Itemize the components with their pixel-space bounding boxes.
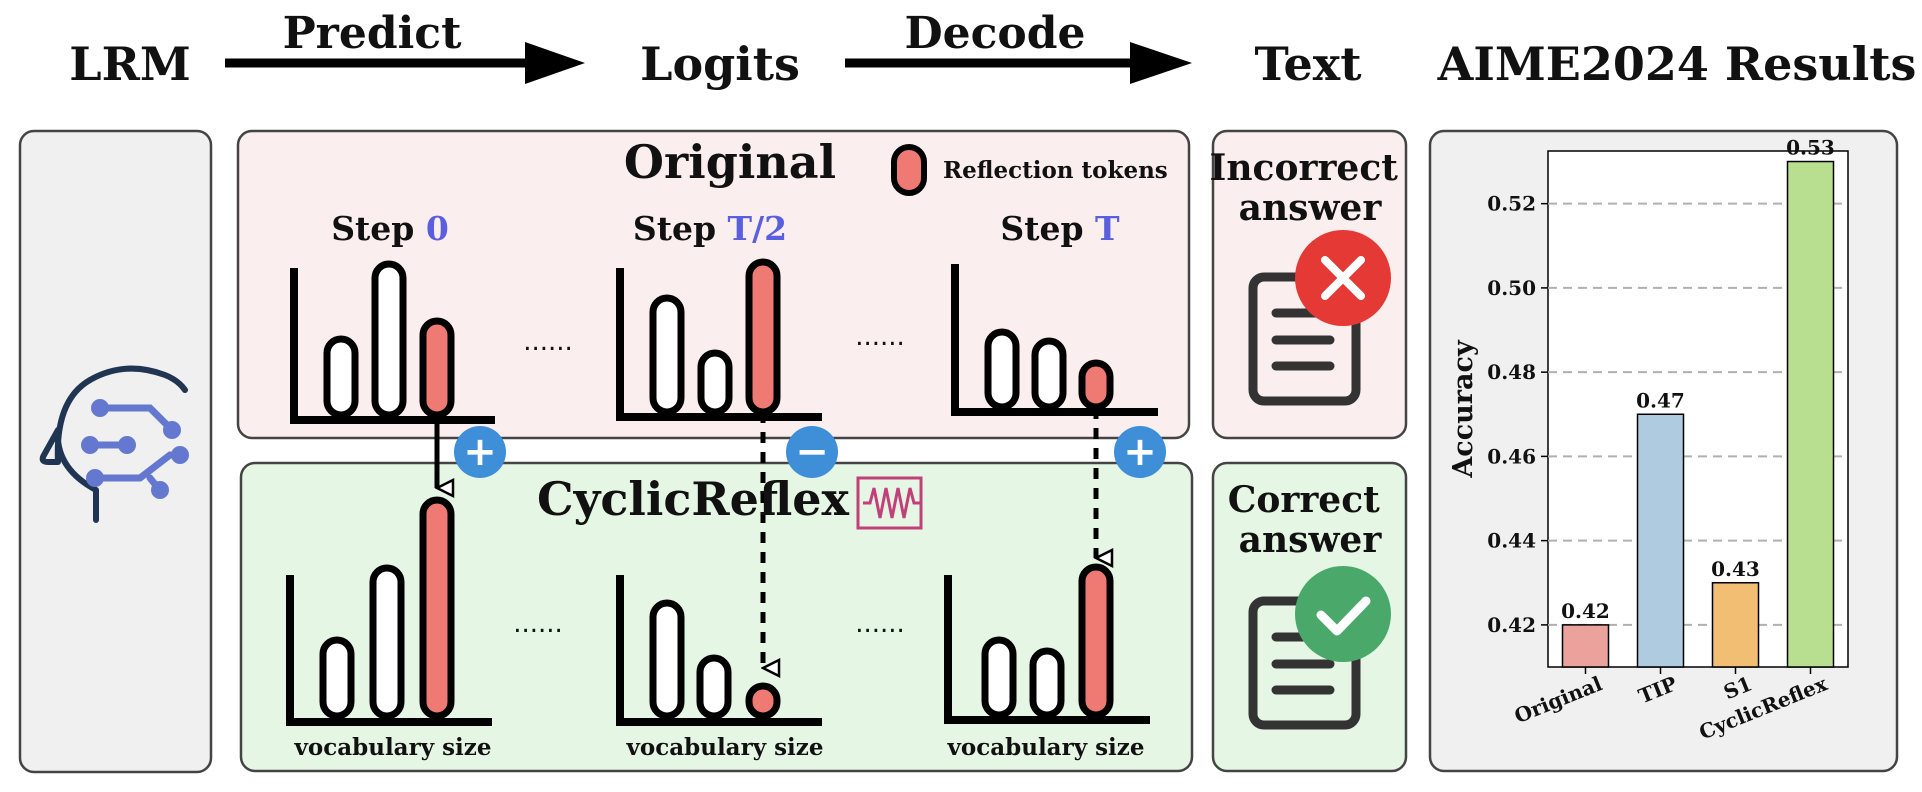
histogram-bar bbox=[696, 654, 732, 720]
histogram-bar bbox=[323, 335, 359, 419]
check-icon bbox=[1295, 566, 1391, 662]
histogram-bar bbox=[319, 636, 355, 720]
vocab-size-label-half: vocabulary size bbox=[626, 734, 824, 761]
waveform-icon bbox=[856, 476, 923, 530]
correct-answer-label: Correct answer bbox=[1228, 479, 1393, 561]
header-logits: Logits bbox=[640, 37, 800, 91]
cyc-ellipsis-2: ...... bbox=[855, 609, 905, 639]
orig-hist-half-bars bbox=[649, 258, 781, 416]
data-label: 0.53 bbox=[1786, 136, 1835, 160]
histogram-bar bbox=[984, 328, 1020, 411]
bar bbox=[1786, 160, 1835, 668]
data-label: 0.47 bbox=[1636, 388, 1685, 412]
legend-label: Reflection tokens bbox=[943, 157, 1168, 184]
data-label: 0.43 bbox=[1711, 557, 1760, 581]
header-predict: Predict bbox=[283, 8, 463, 59]
header-text: Text bbox=[1255, 37, 1363, 91]
lrm-panel bbox=[18, 129, 213, 774]
reflection-token-bar bbox=[1078, 359, 1114, 411]
cyc-ellipsis-1: ...... bbox=[513, 609, 563, 639]
cyc-hist-0-bars bbox=[319, 496, 455, 720]
orig-hist-0-bars bbox=[323, 260, 455, 419]
histogram-bar bbox=[1031, 337, 1067, 411]
histogram-bar bbox=[369, 564, 405, 720]
y-tick-label: 0.52 bbox=[1487, 192, 1536, 216]
plus-badge-step-0: + bbox=[454, 426, 506, 478]
reflection-token-swatch bbox=[891, 144, 927, 196]
cyclicreflex-title: CyclicReflex bbox=[537, 472, 850, 526]
vocab-size-label-t: vocabulary size bbox=[947, 734, 1145, 761]
cyc-hist-0-axes bbox=[286, 575, 492, 726]
y-tick-label: 0.48 bbox=[1487, 360, 1536, 384]
histogram-bar bbox=[697, 349, 733, 416]
bars bbox=[1561, 160, 1835, 668]
plus-badge-step-t: + bbox=[1114, 426, 1166, 478]
y-tick-label: 0.50 bbox=[1487, 276, 1536, 300]
data-label: 0.42 bbox=[1561, 599, 1610, 623]
histogram-bar bbox=[1029, 647, 1065, 719]
header-lrm: LRM bbox=[69, 37, 191, 91]
orig-hist-half-axes bbox=[616, 268, 822, 421]
y-tick-label: 0.44 bbox=[1487, 529, 1536, 553]
minus-badge-step-half: − bbox=[786, 426, 838, 478]
step-0-label: Step 0 bbox=[331, 209, 449, 248]
predict-arrow bbox=[225, 42, 585, 84]
step-half-label: Step T/2 bbox=[633, 209, 787, 248]
orig-hist-0-axes bbox=[290, 268, 495, 424]
cyc-hist-t-bars bbox=[981, 563, 1114, 719]
cyclicreflex-panel bbox=[239, 461, 1194, 773]
step-t-label: Step T bbox=[1000, 209, 1120, 248]
histogram-bar bbox=[981, 636, 1017, 719]
reflection-token-bar bbox=[419, 496, 455, 720]
orig-ellipsis-1: ...... bbox=[523, 327, 573, 357]
incorrect-answer-label: Incorrect answer bbox=[1210, 147, 1411, 229]
y-axis-ticks: 0.42 0.44 0.46 0.48 0.50 0.52 bbox=[1487, 192, 1548, 637]
bar bbox=[1711, 582, 1760, 668]
orig-ellipsis-2: ...... bbox=[855, 322, 905, 352]
original-title: Original bbox=[624, 135, 836, 189]
histogram-bar bbox=[649, 599, 685, 720]
orig-hist-t-axes bbox=[951, 264, 1158, 416]
header-decode: Decode bbox=[904, 8, 1085, 59]
reflection-token-bar bbox=[745, 258, 781, 416]
header-results: AIME2024 Results bbox=[1437, 37, 1917, 91]
cross-icon bbox=[1295, 230, 1391, 326]
y-tick-label: 0.42 bbox=[1487, 613, 1536, 637]
vocab-size-label-0: vocabulary size bbox=[294, 734, 492, 761]
reflection-token-bar bbox=[745, 682, 781, 720]
cyc-hist-half-axes bbox=[616, 575, 822, 726]
bar bbox=[1561, 624, 1610, 668]
orig-hist-t-bars bbox=[984, 328, 1114, 411]
results-bar-chart: 0.42 0.44 0.46 0.48 0.50 0.52 0.42 0.47 0.43 0.5… bbox=[1448, 136, 1849, 744]
grid-lines bbox=[1548, 202, 1848, 626]
svg-text:−: − bbox=[795, 429, 829, 475]
reflection-token-legend: Reflection tokens bbox=[891, 144, 1168, 196]
cyc-hist-t-axes bbox=[944, 575, 1150, 724]
svg-text:+: + bbox=[1123, 429, 1157, 475]
histogram-bar bbox=[371, 260, 407, 419]
reflection-token-bar bbox=[1078, 563, 1114, 719]
brain-head-icon bbox=[39, 365, 189, 523]
histogram-bar bbox=[649, 294, 685, 416]
bar-value-labels: 0.42 0.47 0.43 0.53 bbox=[1561, 136, 1835, 623]
svg-text:+: + bbox=[463, 429, 497, 475]
y-axis-label: Accuracy bbox=[1448, 339, 1479, 479]
cyc-hist-half-bars bbox=[649, 599, 781, 720]
decode-arrow bbox=[845, 42, 1192, 84]
y-tick-label: 0.46 bbox=[1487, 444, 1536, 468]
bar bbox=[1636, 413, 1685, 668]
reflection-token-bar bbox=[419, 317, 455, 419]
